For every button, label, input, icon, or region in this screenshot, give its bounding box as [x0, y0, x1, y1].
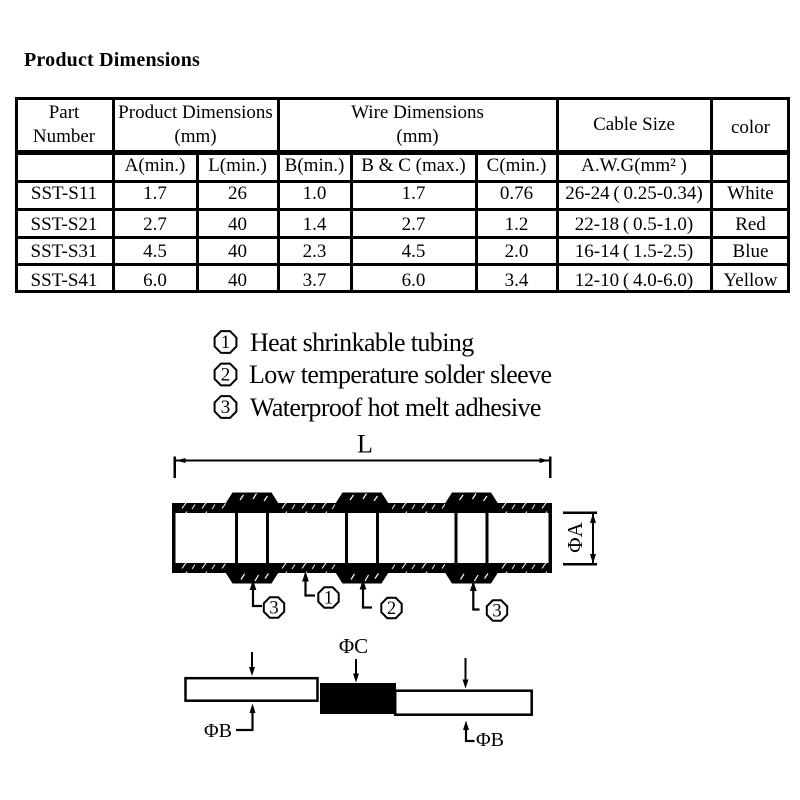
- svg-text:3: 3: [492, 602, 501, 622]
- svg-text:1: 1: [221, 332, 231, 353]
- svg-text:ΦA: ΦA: [563, 521, 587, 552]
- svg-text:3: 3: [221, 397, 231, 418]
- svg-text:3: 3: [269, 599, 278, 619]
- svg-text:2: 2: [221, 365, 231, 386]
- svg-text:L: L: [357, 430, 373, 459]
- svg-text:2: 2: [387, 599, 396, 619]
- svg-text:ΦB: ΦB: [204, 720, 232, 742]
- svg-text:ΦC: ΦC: [339, 634, 368, 658]
- svg-text:1: 1: [324, 589, 333, 609]
- svg-text:ΦB: ΦB: [476, 729, 504, 751]
